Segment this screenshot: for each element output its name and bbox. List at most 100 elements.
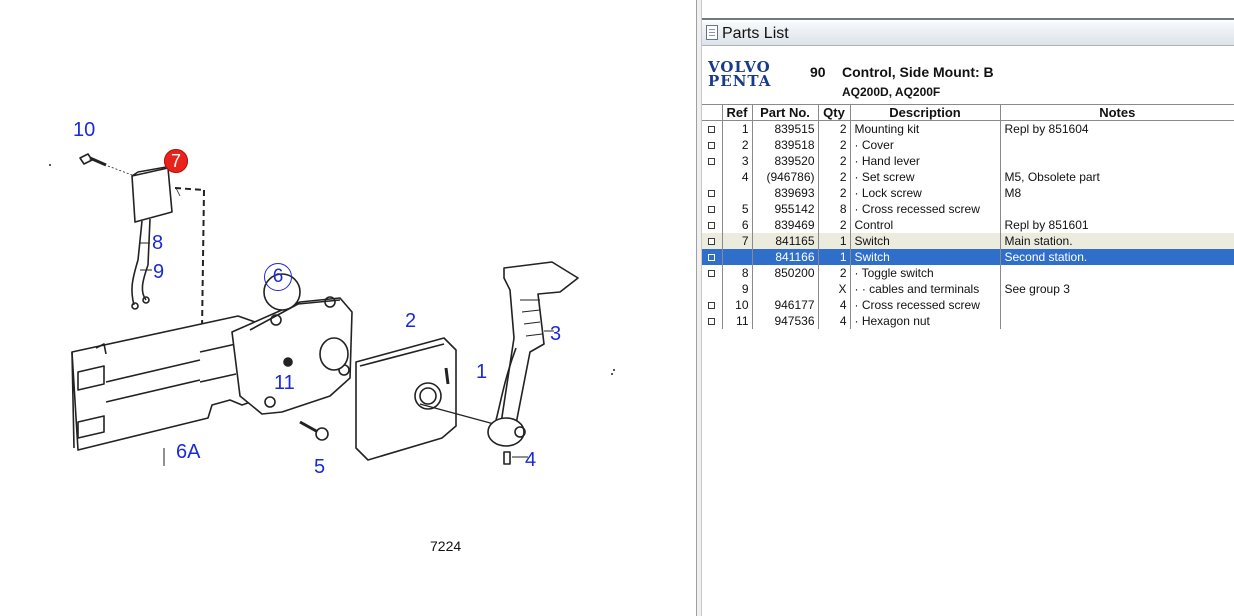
cell-qty: 2 [818,217,851,233]
row-marker-cell[interactable] [702,137,723,153]
col-ref[interactable]: Ref [722,104,753,121]
section-title: Control, Side Mount: B [842,64,994,80]
cell-qty: 2 [818,265,851,281]
row-marker-cell[interactable] [702,217,723,233]
parts-list-panel: Parts List VOLVO PENTA 90 Control, Side … [702,0,1234,616]
row-marker-cell[interactable] [702,169,723,185]
row-marker-cell[interactable] [702,297,723,313]
row-marker-cell[interactable] [702,265,723,281]
cell-part-no [752,281,819,297]
cell-part-no: 947536 [752,313,819,329]
cell-description: Switch [850,233,1001,249]
cell-description: · Set screw [850,169,1001,185]
cell-notes: Repl by 851604 [1000,120,1234,137]
cell-qty: 2 [818,153,851,169]
cell-part-no: 841166 [752,249,819,265]
callout-3[interactable]: 3 [550,323,562,345]
checkbox-icon[interactable] [708,190,716,197]
cell-description: · Cross recessed screw [850,201,1001,217]
cell-qty: 4 [818,297,851,313]
callout-4[interactable]: 4 [525,449,537,471]
cell-notes: M5, Obsolete part [1000,169,1234,185]
cell-notes: See group 3 [1000,281,1234,297]
cell-part-no: 946177 [752,297,819,313]
callout-5[interactable]: 5 [314,456,326,478]
cell-description: · Toggle switch [850,265,1001,281]
callout-9[interactable]: 9 [153,261,165,283]
cell-ref: 8 [722,265,753,281]
drawing-number: 7224 [430,538,462,554]
row-marker-cell[interactable] [702,281,723,297]
cell-part-no: 850200 [752,265,819,281]
checkbox-icon[interactable] [708,222,716,229]
cell-part-no: 955142 [752,201,819,217]
col-notes[interactable]: Notes [1000,104,1234,121]
cell-part-no: 839693 [752,185,819,201]
row-marker-cell[interactable] [702,201,723,217]
checkbox-icon[interactable] [708,142,716,149]
callout-6a[interactable]: 6A [176,441,201,463]
cell-part-no: 839515 [752,120,819,137]
checkbox-icon[interactable] [708,206,716,213]
callout-8[interactable]: 8 [152,232,164,254]
callout-11[interactable]: 11 [274,372,295,394]
row-marker-cell[interactable] [702,233,723,249]
cell-ref [722,185,753,201]
checkbox-icon[interactable] [708,158,716,165]
cell-description: · · cables and terminals [850,281,1001,297]
row-marker-cell[interactable] [702,249,723,265]
row-marker-cell[interactable] [702,313,723,329]
col-check [702,104,723,121]
cell-part-no: (946786) [752,169,819,185]
callout-10[interactable]: 10 [73,119,96,141]
parts-list-titlebar: Parts List [702,22,1234,46]
cell-qty: 8 [818,201,851,217]
row-marker-cell[interactable] [702,153,723,169]
checkbox-icon[interactable] [708,270,716,277]
callout-1[interactable]: 1 [476,361,488,383]
callout-6[interactable]: 6 [264,263,292,291]
cell-part-no: 839520 [752,153,819,169]
checkbox-icon[interactable] [708,238,716,245]
volvo-penta-logo: VOLVO PENTA [708,58,772,90]
exploded-diagram[interactable]: 10 7 8 9 6 2 3 1 11 6A 5 4 7224 [0,0,696,616]
checkbox-icon[interactable] [708,318,716,325]
cell-qty: 2 [818,169,851,185]
row-marker-cell[interactable] [702,120,723,137]
panel-splitter[interactable] [696,0,702,616]
cell-description: Mounting kit [850,120,1001,137]
col-description[interactable]: Description [850,104,1001,121]
checkbox-icon[interactable] [708,254,716,261]
cell-ref: 6 [722,217,753,233]
cell-description: · Lock screw [850,185,1001,201]
checkbox-icon[interactable] [708,302,716,309]
cell-ref: 4 [722,169,753,185]
callout-2[interactable]: 2 [405,310,417,332]
cell-ref [722,249,753,265]
section-subtitle: AQ200D, AQ200F [842,85,941,99]
cell-notes [1000,137,1234,153]
checkbox-icon[interactable] [708,126,716,133]
cell-qty: 2 [818,137,851,153]
row-marker-cell[interactable] [702,185,723,201]
col-qty[interactable]: Qty [818,104,851,121]
cell-notes: Second station. [1000,249,1234,265]
document-icon [706,25,718,40]
col-part-no[interactable]: Part No. [752,104,819,121]
callout-7-selected[interactable]: 7 [164,149,188,173]
cell-ref: 3 [722,153,753,169]
